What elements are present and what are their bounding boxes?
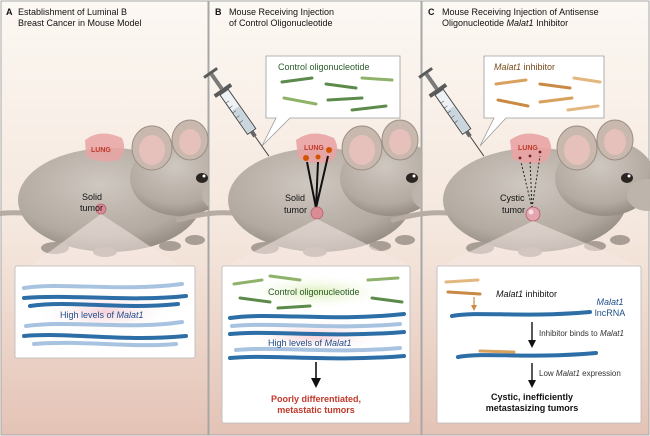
panel-c-binds-label: Inhibitor binds to Malat1 — [539, 329, 624, 338]
panel-a-lung-label: LUNG — [91, 147, 111, 154]
panel-a-title-line2: Breast Cancer in Mouse Model — [18, 18, 142, 28]
panel-b-tumor — [310, 206, 324, 220]
panel-c: C Mouse Receiving Injection of Antisense… — [393, 0, 650, 436]
panel-c-tumor-line1: Cystic — [500, 193, 525, 203]
panel-b-lung-label: LUNG — [304, 145, 324, 152]
panel-b-outcome-line2: metastatic tumors — [277, 405, 355, 415]
panel-c-lung — [510, 133, 552, 164]
panel-c-tumor-cyst — [528, 209, 534, 215]
panel-c-lncrna-line1: Malat1 — [596, 297, 623, 307]
panel-b-down-arrow — [311, 362, 321, 388]
panel-a-letter: A — [6, 7, 13, 17]
panel-c-inhibitor-label: Malat1 inhibitor — [496, 289, 557, 299]
panel-b-outcome-line1: Poorly differentiated, — [271, 394, 361, 404]
panel-b-inset-rna — [228, 312, 406, 361]
panel-b-inset-label-mid: High levels of Malat1 — [268, 338, 352, 348]
panel-c-outcome-line2: metastasizing tumors — [486, 403, 579, 413]
panel-a-zoom-cone — [30, 214, 180, 266]
panel-c-lncrna-line2: lncRNA — [595, 308, 626, 318]
panel-a-rna-strands — [22, 282, 188, 348]
panel-a-tumor-line1: Solid — [82, 192, 102, 202]
panel-c-inhibitor-arrow — [471, 297, 477, 311]
panel-a-tumor-line2: tumor — [80, 203, 103, 213]
panel-c-inset-inhibitors — [444, 278, 482, 296]
panel-c-lung-label: LUNG — [518, 145, 538, 152]
panel-a-lung — [85, 133, 125, 162]
panel-c-outcome-line1: Cystic, inefficiently — [491, 392, 573, 402]
panel-c-lncrna-strand — [450, 310, 592, 318]
panel-c-title-line1: Mouse Receiving Injection of Antisense — [442, 7, 599, 17]
panel-a-inset-label: High levels of Malat1 — [60, 310, 144, 320]
panel-a-title-line1: Establishment of Luminal B — [18, 7, 127, 17]
panel-b-tumor-line2: tumor — [284, 205, 307, 215]
panel-c-bound-complex — [456, 349, 598, 359]
panel-c-bubble-inhibitors — [494, 76, 602, 112]
panel-b-metastases — [303, 147, 332, 161]
panel-b-inset-oligos — [232, 274, 404, 310]
panel-b-title-line2: of Control Oligonucleotide — [229, 18, 333, 28]
panel-c-tumor-line2: tumor — [502, 205, 525, 215]
panel-b-zoom-cone — [226, 219, 410, 266]
panel-b-title-line1: Mouse Receiving Injection — [229, 7, 334, 17]
panel-c-inset — [436, 265, 642, 424]
panel-c-low-label: Low Malat1 expression — [539, 369, 621, 378]
panel-c-binds-arrow — [528, 322, 536, 348]
panel-b-bubble-oligos — [280, 76, 394, 112]
panel-b-inset-label-top: Control oligonucleotide — [268, 287, 360, 297]
panel-c-letter: C — [428, 7, 435, 17]
panel-b: B Mouse Receiving Injection of Control O… — [178, 0, 470, 436]
panel-b-tumor-line1: Solid — [285, 193, 305, 203]
panel-c-bubble-label: Malat1 inhibitor — [494, 62, 555, 72]
panel-b-inset-glow-green — [236, 274, 396, 310]
panel-c-low-arrow — [528, 363, 536, 388]
panel-c-zoom-cone — [440, 221, 640, 266]
panel-c-sparse-cells — [518, 150, 542, 160]
panel-b-metastasis-arrows — [306, 155, 329, 209]
panel-c-tumor — [525, 206, 541, 222]
panel-c-dashed-arrows — [520, 155, 541, 209]
panel-b-letter: B — [215, 7, 222, 17]
panel-a: A Establishment of Luminal B Breast Canc… — [0, 0, 260, 436]
panel-b-bubble-label: Control oligonucleotide — [278, 62, 370, 72]
panel-c-title-line2: Oligonucleotide Malat1 Inhibitor — [442, 18, 568, 28]
